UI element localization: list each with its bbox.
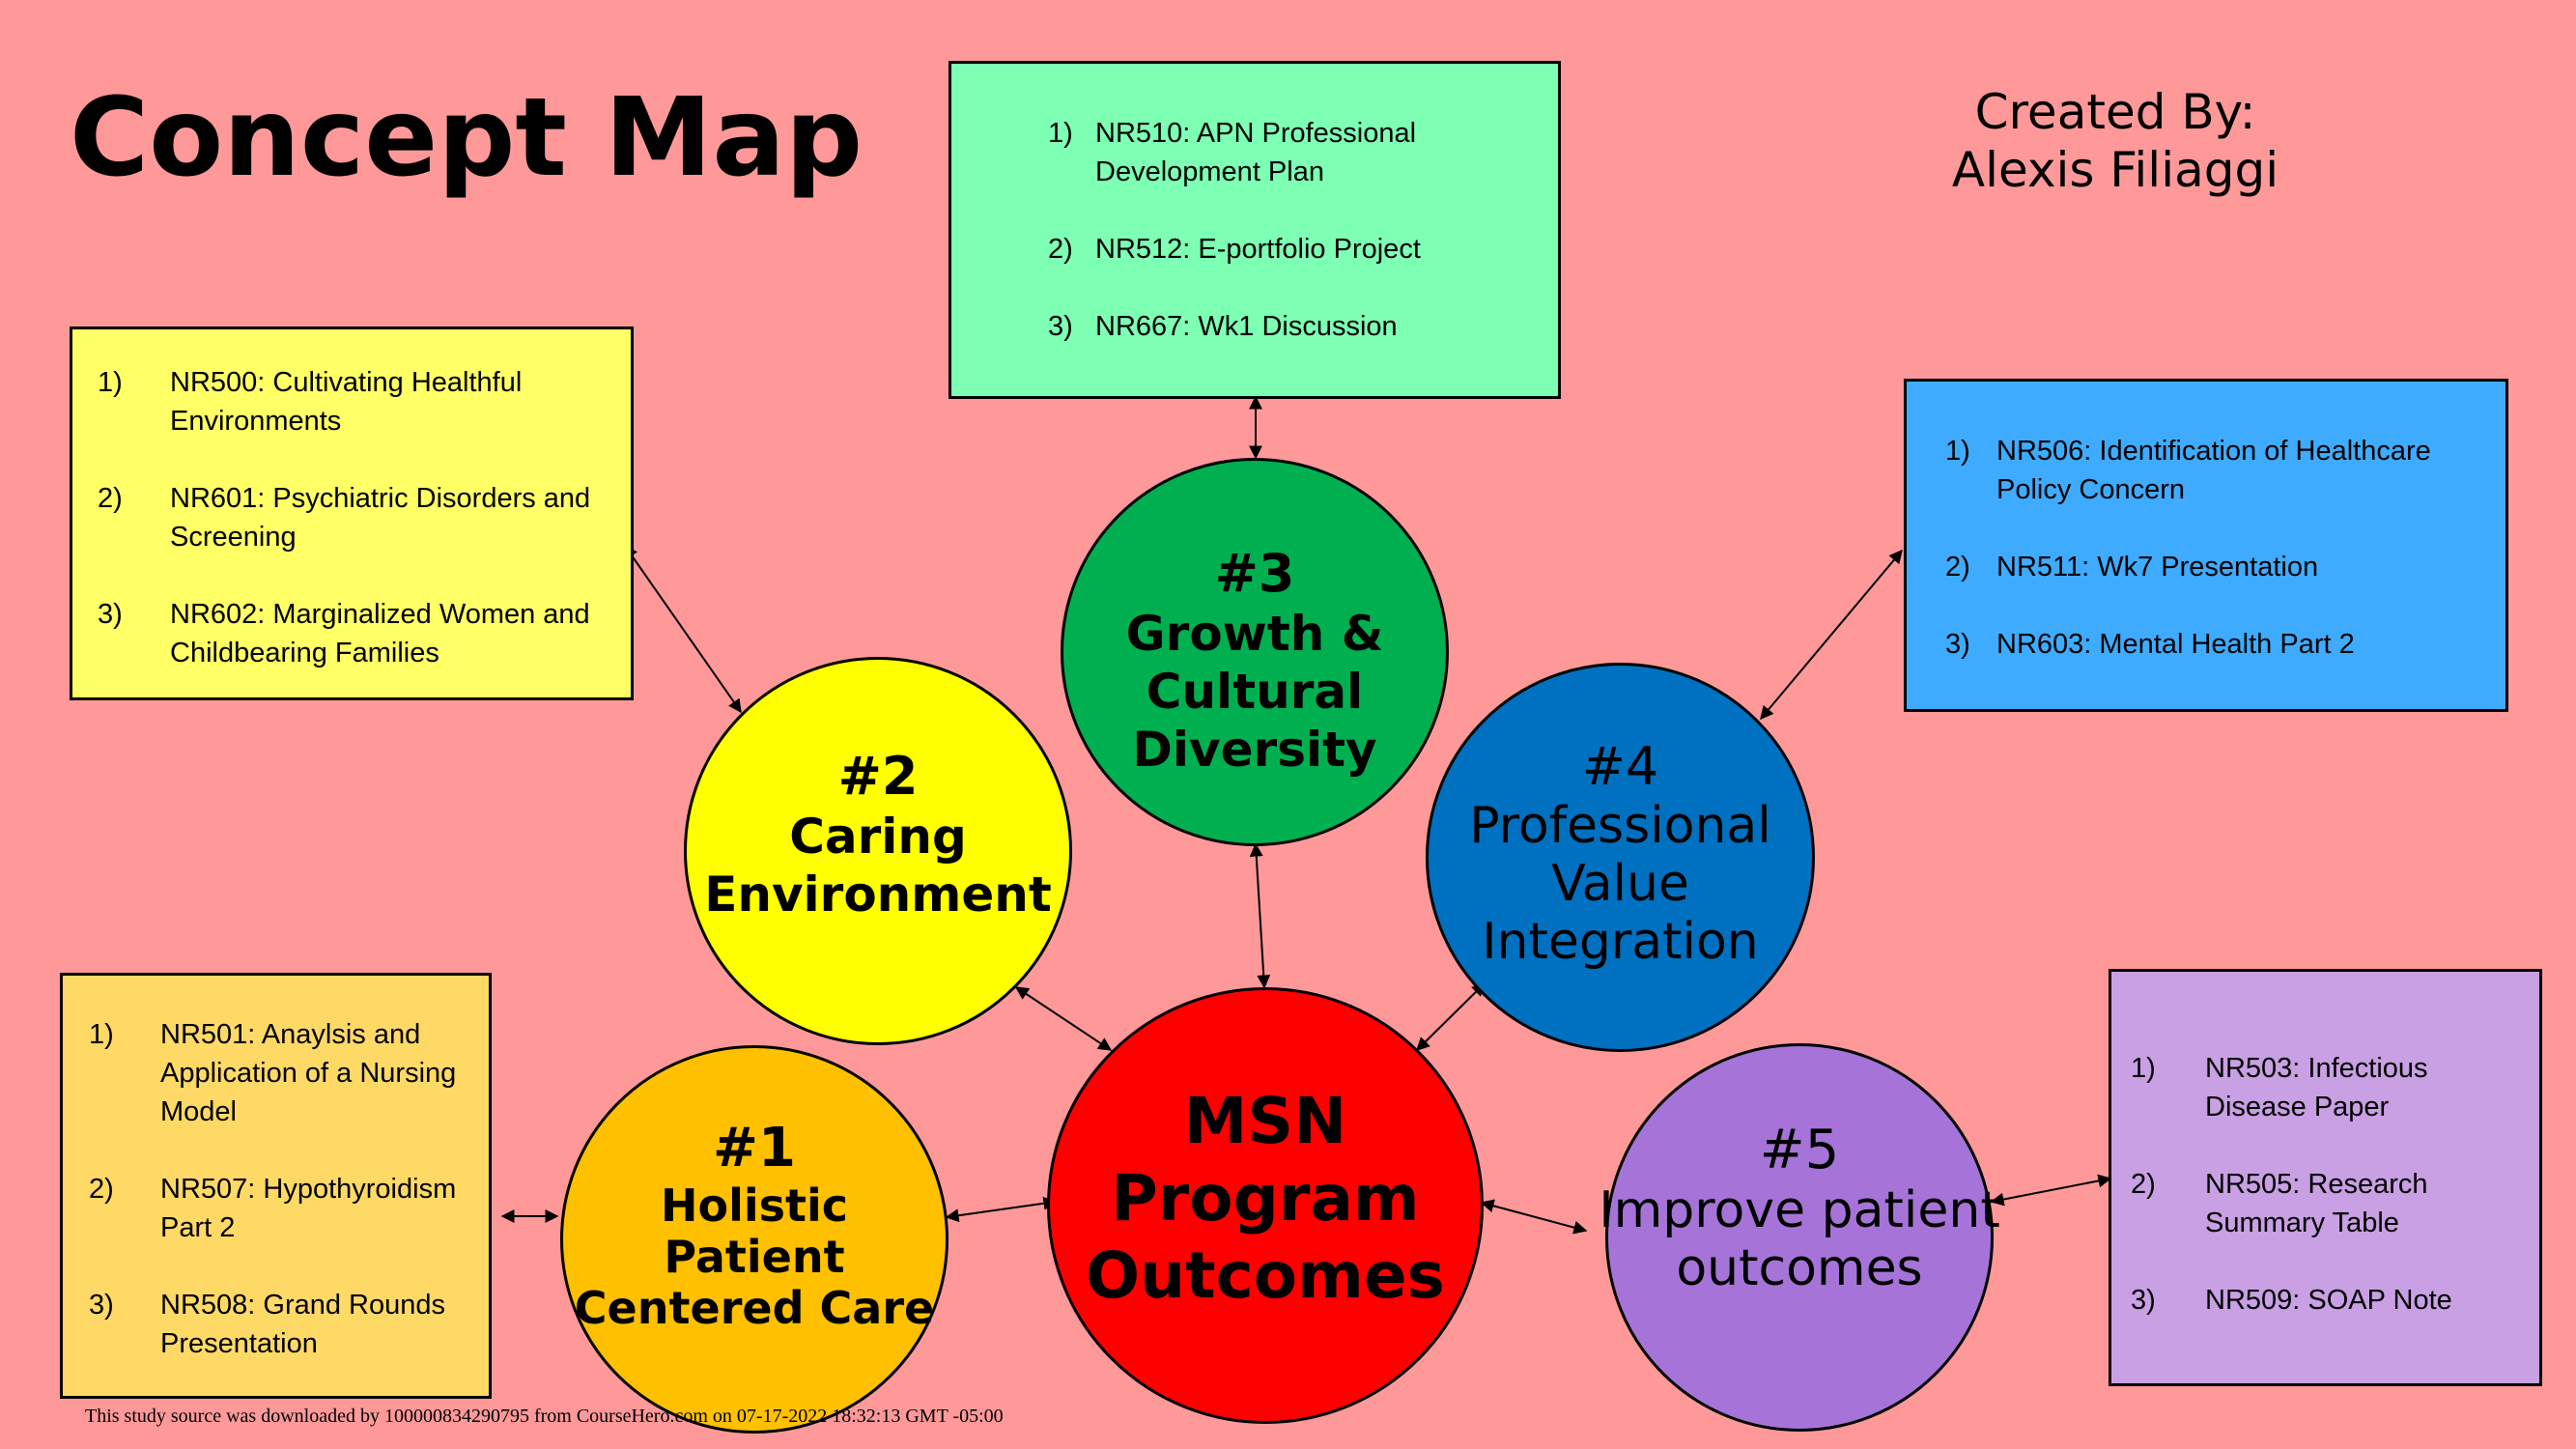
list-item: 1) NR500: Cultivating Healthful Environm… xyxy=(98,367,523,437)
list-item: 3) NR508: Grand Rounds Presentation xyxy=(89,1290,445,1359)
outcome-label: Integration xyxy=(1482,912,1759,971)
list-item: 1) NR506: Identification of Healthcare P… xyxy=(1945,436,2431,505)
list-item: 2) NR507: Hypothyroidism Part 2 xyxy=(89,1174,457,1243)
arrow-outcome2-to-center xyxy=(1014,986,1113,1051)
download-notice: This study source was downloaded by 1000… xyxy=(85,1406,1004,1427)
box-outcome4-courses: 1) NR506: Identification of Healthcare P… xyxy=(1904,379,2508,712)
outcome-label: Value xyxy=(1551,854,1689,913)
author-credit: Created By: Alexis Filiaggi xyxy=(1893,83,2337,199)
outcome-2-node: #2 Caring Environment xyxy=(684,657,1072,1045)
list-item: 1) NR503: Infectious Disease Paper xyxy=(2131,1053,2428,1122)
course-list: 1) NR506: Identification of Healthcare P… xyxy=(1907,432,2486,664)
outcome-label: outcomes xyxy=(1676,1239,1923,1297)
page-title: Concept Map xyxy=(70,75,863,201)
author-label: Created By: xyxy=(1974,84,2256,140)
list-item: 1) NR510: APN Professional Development P… xyxy=(1048,118,1417,187)
box-outcome2-courses: 1) NR500: Cultivating Healthful Environm… xyxy=(70,327,634,700)
center-label: Program xyxy=(1111,1161,1420,1236)
outcome-label: Diversity xyxy=(1132,722,1377,778)
arrow-center-to-outcome5 xyxy=(1480,1199,1588,1235)
outcome-label: Holistic xyxy=(660,1179,849,1232)
outcome-3-node: #3 Growth & Cultural Diversity xyxy=(1061,458,1449,846)
outcome-number: #2 xyxy=(837,746,919,807)
list-item: 3) NR667: Wk1 Discussion xyxy=(1048,311,1398,342)
list-item: 3) NR602: Marginalized Women and Childbe… xyxy=(98,599,590,668)
course-list: 1) NR500: Cultivating Healthful Environm… xyxy=(72,363,611,672)
course-list: 1) NR510: APN Professional Development P… xyxy=(951,114,1519,346)
outcome-label: Caring xyxy=(789,809,967,865)
arrow-right-box-to-outcome4 xyxy=(1760,549,1903,721)
outcome-5-node: #5 Improve patient outcomes xyxy=(1599,1043,2000,1432)
list-item: 3) NR509: SOAP Note xyxy=(2131,1285,2452,1316)
box-outcome1-courses: 1) NR501: Anaylsis and Application of a … xyxy=(60,973,492,1399)
outcome-label: Environment xyxy=(704,867,1052,923)
outcome-label: Professional xyxy=(1469,796,1771,855)
list-item: 2) NR505: Research Summary Table xyxy=(2131,1169,2428,1238)
outcome-label: Growth & xyxy=(1125,606,1384,662)
course-list: 1) NR503: Infectious Disease Paper 2) NR… xyxy=(2111,1049,2520,1320)
outcome-1-node: #1 Holistic Patient Centered Care xyxy=(560,1045,948,1434)
arrow-outcome5-to-bottomright-box xyxy=(1990,1174,2112,1207)
arrow-topleft-box-to-outcome2 xyxy=(624,544,742,714)
list-item: 2) NR511: Wk7 Presentation xyxy=(1945,552,2319,582)
box-outcome3-courses: 1) NR510: APN Professional Development P… xyxy=(948,61,1561,399)
msn-program-outcomes-node: MSN Program Outcomes xyxy=(1047,987,1484,1424)
outcome-label: Cultural xyxy=(1146,664,1364,720)
center-label: MSN xyxy=(1183,1084,1347,1158)
outcome-4-node: #4 Professional Value Integration xyxy=(1426,663,1815,1052)
list-item: 1) NR501: Anaylsis and Application of a … xyxy=(89,1019,457,1127)
outcome-number: #4 xyxy=(1581,735,1659,797)
list-item: 3) NR603: Mental Health Part 2 xyxy=(1945,629,2355,660)
outcome-label: Improve patient xyxy=(1599,1181,2000,1239)
outcome-label: Centered Care xyxy=(574,1281,935,1334)
list-item: 2) NR601: Psychiatric Disorders and Scre… xyxy=(98,483,591,553)
center-label: Outcomes xyxy=(1086,1238,1445,1313)
author-name: Alexis Filiaggi xyxy=(1951,142,2279,198)
arrow-outcome1-to-center xyxy=(945,1196,1058,1223)
arrow-outcome4-to-center xyxy=(1416,982,1486,1051)
outcome-number: #1 xyxy=(713,1116,796,1179)
arrow-outcome3-to-center xyxy=(1249,842,1271,989)
outcome-number: #5 xyxy=(1759,1119,1840,1181)
list-item: 2) NR512: E-portfolio Project xyxy=(1048,234,1421,265)
outcome-label: Patient xyxy=(664,1230,845,1283)
course-list: 1) NR501: Anaylsis and Application of a … xyxy=(63,1015,479,1363)
box-outcome5-courses: 1) NR503: Infectious Disease Paper 2) NR… xyxy=(2109,969,2542,1386)
outcome-number: #3 xyxy=(1214,543,1295,604)
